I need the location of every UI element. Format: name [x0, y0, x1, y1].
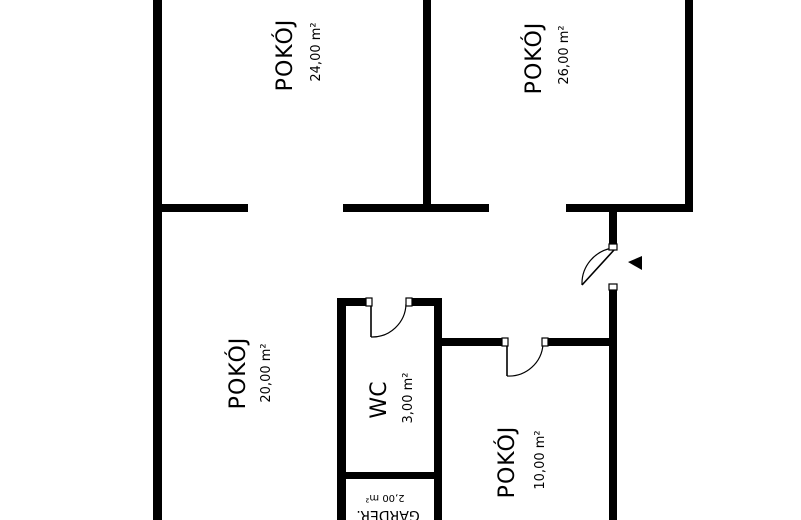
room-storage-name: GARDER. — [356, 507, 419, 520]
room-top-right-name: POKÓJ — [521, 22, 547, 95]
wall-wc-top-left — [337, 298, 370, 306]
wall-wc-storage-divider — [337, 472, 442, 479]
room-storage-area: 2,00 m² — [365, 492, 404, 503]
wall-room-top-left — [442, 338, 506, 346]
room-wc-name: WC — [367, 381, 392, 418]
wall-horizontal-1 — [153, 204, 248, 212]
wall-wc-top-right — [410, 298, 442, 306]
wall-top-mid — [423, 0, 431, 208]
wall-horizontal-2 — [343, 204, 489, 212]
wall-wc-left — [337, 298, 346, 520]
wall-room-top-right — [545, 338, 617, 346]
room-left-area: 20,00 m² — [259, 343, 274, 402]
room-top-left-area: 24,00 m² — [309, 22, 324, 81]
wall-corridor-right-upper — [609, 212, 617, 250]
wall-wc-right — [434, 298, 442, 520]
door-entrance — [581, 243, 618, 291]
wall-corridor-right-lower — [609, 286, 617, 520]
wall-horizontal-3 — [566, 204, 693, 212]
room-top-right-area: 26,00 m² — [557, 25, 572, 84]
room-left-name: POKÓJ — [225, 337, 251, 410]
room-bottom-right-area: 10,00 m² — [533, 430, 548, 489]
room-top-left-name: POKÓJ — [272, 19, 298, 92]
door-wc — [365, 297, 413, 338]
wall-left-outer — [153, 0, 162, 520]
room-wc-area: 3,00 m² — [401, 373, 416, 424]
entrance-arrow-icon — [628, 256, 642, 270]
room-bottom-right-name: POKÓJ — [494, 426, 520, 499]
door-small-room — [501, 337, 549, 377]
walls — [153, 0, 693, 520]
wall-right-upper — [685, 0, 693, 212]
